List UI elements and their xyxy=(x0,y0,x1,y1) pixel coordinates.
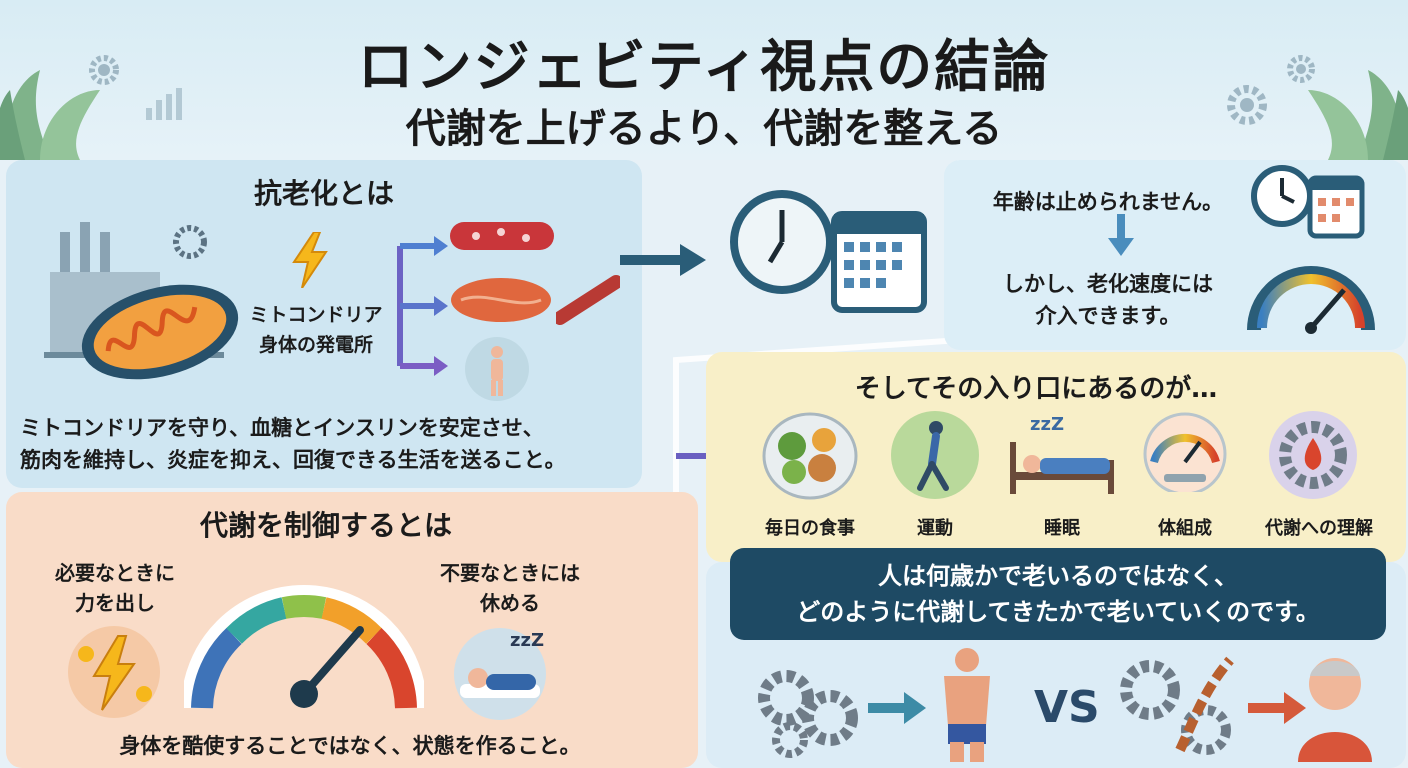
anti-aging-text-line2: 筋肉を維持し、炎症を抑え、回復できる生活を送ること。 xyxy=(20,448,566,472)
clock-calendar-small-icon xyxy=(1251,165,1365,239)
control-left-line2: 力を出し xyxy=(75,591,155,615)
inflamed-vessel-icon xyxy=(556,275,620,325)
muscle-icon xyxy=(451,278,551,322)
conclusion-box: 人は何歳かで老いるのではなく、 どのように代謝してきたかで老いていくのです。 xyxy=(730,548,1386,640)
meal-plate-icon xyxy=(762,412,858,500)
bed-sleep-icon xyxy=(1010,442,1114,494)
age-line2b: 介入できます。 xyxy=(1035,304,1181,328)
entry-label-meal: 毎日の食事 xyxy=(765,518,855,539)
control-right-line1: 不要なときには xyxy=(440,561,580,585)
control-left-text: 必要なときに 力を出し xyxy=(30,558,200,618)
anti-aging-description: ミトコンドリアを守り、血糖とインスリンを安定させ、 筋肉を維持し、炎症を抑え、回… xyxy=(20,412,640,476)
energy-icon xyxy=(68,626,160,718)
sleeping-person-icon xyxy=(454,628,546,720)
clock-calendar-icon xyxy=(730,190,927,313)
conclusion-line2: どのように代謝してきたかで老いていくのです。 xyxy=(796,598,1320,626)
entry-label-understanding: 代謝への理解 xyxy=(1265,518,1373,539)
gear-icon xyxy=(1227,85,1267,125)
walking-person-icon xyxy=(891,411,979,499)
broken-gears-icon xyxy=(1120,656,1234,755)
human-body-icon xyxy=(465,337,529,401)
mitochondria-label-line2: 身体の発電所 xyxy=(258,334,373,356)
bar-chart-icon xyxy=(146,88,182,120)
mitochondria-label: ミトコンドリア 身体の発電所 xyxy=(236,300,396,360)
page-subtitle: 代謝を上げるより、代謝を整える xyxy=(405,106,1003,152)
entry-label-body: 体組成 xyxy=(1158,518,1212,539)
control-right-line2: 休める xyxy=(480,591,540,615)
plant-left-icon xyxy=(0,70,100,160)
gear-icon xyxy=(1287,55,1315,83)
branch-arrows xyxy=(397,236,448,376)
age-line2: しかし、老化速度には 介入できます。 xyxy=(958,268,1258,332)
vs-label: VS xyxy=(1034,682,1100,733)
conclusion-line1: 人は何歳かで老いるのではなく、 xyxy=(878,562,1238,590)
right-arrow-icon xyxy=(620,244,706,276)
blood-vessel-icon xyxy=(450,222,554,250)
healthy-gears-icon xyxy=(758,670,858,758)
sleep-z-text: zzZ xyxy=(510,630,545,651)
gear-icon xyxy=(89,55,119,85)
page-title: ロンジェビティ視点の結論 xyxy=(357,35,1051,100)
metabolism-gear-icon xyxy=(1269,411,1357,499)
age-line1: 年齢は止められません。 xyxy=(992,190,1224,214)
entry-label-exercise: 運動 xyxy=(917,518,953,539)
lightning-icon xyxy=(292,232,328,288)
control-heading: 代謝を制御するとは xyxy=(199,509,452,542)
down-arrow-icon xyxy=(1108,214,1134,256)
control-right-text: 不要なときには 休める xyxy=(410,558,610,618)
entry-sleep-z: zzZ xyxy=(1030,414,1065,435)
speedometer-icon xyxy=(1247,266,1375,334)
anti-aging-heading: 抗老化とは xyxy=(253,177,394,210)
control-footer: 身体を酷使することではなく、状態を作ること。 xyxy=(119,734,581,758)
anti-aging-text-line1: ミトコンドリアを守り、血糖とインスリンを安定させ、 xyxy=(20,416,544,440)
age-line2a: しかし、老化速度には xyxy=(1003,272,1213,296)
metabolism-gauge-icon xyxy=(184,585,424,709)
body-composition-gauge-icon xyxy=(1143,412,1227,492)
mitochondria-factory-icon xyxy=(44,222,239,380)
young-body-icon xyxy=(944,648,990,762)
elderly-person-icon xyxy=(1298,658,1372,762)
entry-label-sleep: 睡眠 xyxy=(1044,518,1080,539)
plant-right-icon xyxy=(1308,70,1408,160)
right-arrow-icon xyxy=(868,692,926,724)
control-left-line1: 必要なときに xyxy=(55,561,175,585)
mitochondria-label-line1: ミトコンドリア xyxy=(249,304,383,326)
right-arrow-icon xyxy=(1248,692,1306,724)
entry-heading: そしてその入り口にあるのが… xyxy=(854,374,1218,404)
header-banner xyxy=(0,0,1408,160)
